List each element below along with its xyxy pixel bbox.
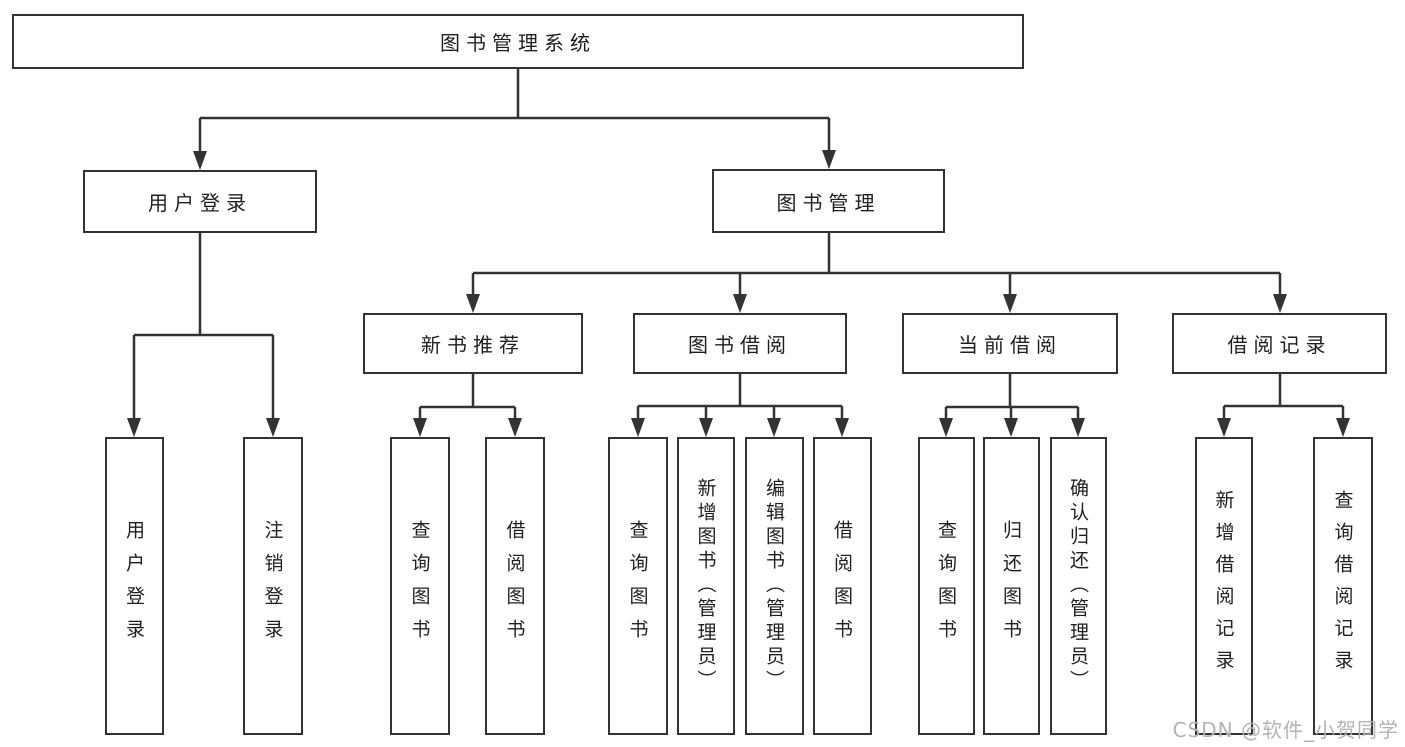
arrowhead <box>767 418 781 437</box>
arrowhead <box>631 418 645 437</box>
arrowhead <box>193 151 207 170</box>
arrowhead <box>733 294 747 313</box>
arrowhead <box>1336 418 1350 437</box>
connector-borrowing-records-to-leaves <box>1217 374 1350 437</box>
node-library-system: 图书管理系统 <box>12 14 1024 69</box>
connector-current-borrowing-to-leaves <box>939 374 1085 437</box>
leaf-logout: 注销登录 <box>243 437 303 735</box>
leaf-return-book: 归还图书 <box>983 437 1040 735</box>
connector-root-to-level2 <box>193 69 836 170</box>
arrowhead <box>822 150 836 169</box>
arrowhead <box>127 418 141 437</box>
connector-new-book-recommend-to-leaves <box>413 374 522 437</box>
arrowhead <box>413 418 427 437</box>
leaf-query-books-recommend: 查询图书 <box>390 437 450 735</box>
leaf-query-borrow-record: 查询借阅记录 <box>1313 437 1373 735</box>
leaf-add-book-admin: 新增图书（管理员） <box>677 437 735 735</box>
arrowhead <box>939 418 953 437</box>
arrowhead <box>466 294 480 313</box>
arrowhead <box>1003 294 1017 313</box>
leaf-borrow-books-borrowing: 借阅图书 <box>813 437 872 735</box>
arrowhead <box>699 418 713 437</box>
leaf-add-borrow-record: 新增借阅记录 <box>1195 437 1253 735</box>
leaf-confirm-return-admin: 确认归还（管理员） <box>1050 437 1107 735</box>
arrowhead <box>1217 418 1231 437</box>
node-borrowing-records: 借阅记录 <box>1172 313 1387 374</box>
leaf-query-books-current: 查询图书 <box>918 437 975 735</box>
leaf-user-login: 用户登录 <box>105 437 164 735</box>
connector-user-login-to-leaves <box>127 233 280 437</box>
arrowhead <box>1071 418 1085 437</box>
node-book-borrowing: 图书借阅 <box>633 313 847 374</box>
leaf-borrow-books-recommend: 借阅图书 <box>485 437 545 735</box>
arrowhead <box>508 418 522 437</box>
node-book-management: 图书管理 <box>712 169 945 233</box>
arrowhead <box>835 418 849 437</box>
arrowhead <box>266 418 280 437</box>
node-new-book-recommend: 新书推荐 <box>363 313 583 374</box>
connector-book-management-to-level3 <box>466 233 1287 313</box>
arrowhead <box>1004 418 1018 437</box>
leaf-query-books-borrowing: 查询图书 <box>608 437 668 735</box>
connector-book-borrowing-to-leaves <box>631 374 849 437</box>
arrowhead <box>1273 294 1287 313</box>
node-user-login: 用户登录 <box>83 170 317 233</box>
csdn-watermark: CSDN @软件_小贺同学 <box>1172 718 1399 742</box>
node-current-borrowing: 当前借阅 <box>902 313 1118 374</box>
leaf-edit-book-admin: 编辑图书（管理员） <box>745 437 804 735</box>
